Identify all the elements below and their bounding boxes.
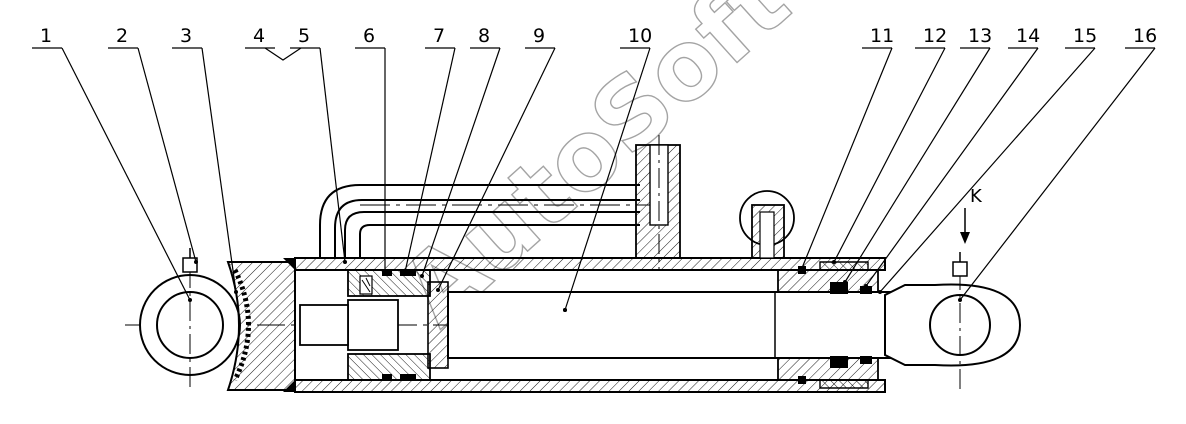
callout-leader-9 bbox=[437, 47, 556, 291]
callout-number-13: 13 bbox=[968, 25, 992, 47]
callout-leader-16 bbox=[959, 47, 1156, 301]
callout-dot-16 bbox=[958, 298, 962, 302]
callout-leader-5 bbox=[319, 47, 346, 263]
callout-number-9: 9 bbox=[533, 25, 545, 47]
callout-leader-12 bbox=[833, 47, 946, 263]
port-fitting-rear bbox=[635, 135, 681, 270]
callout-dot-11 bbox=[800, 266, 804, 270]
callout-number-5: 5 bbox=[298, 25, 310, 47]
callout-number-11: 11 bbox=[870, 25, 894, 47]
callout-dot-10 bbox=[563, 308, 567, 312]
callout-dot-12 bbox=[832, 260, 836, 264]
view-arrow-k: K bbox=[960, 186, 983, 244]
callout-dot-1 bbox=[188, 298, 192, 302]
port-fitting-front bbox=[739, 190, 795, 259]
callout-number-8: 8 bbox=[478, 25, 490, 47]
view-label: K bbox=[970, 186, 983, 207]
rear-eye-mount bbox=[139, 248, 241, 390]
callout-leader-3 bbox=[201, 47, 237, 293]
callout-dot-15 bbox=[878, 290, 882, 294]
external-oil-tube bbox=[319, 184, 650, 258]
callout-dot-13 bbox=[843, 280, 847, 284]
rod-end-eye bbox=[884, 252, 1022, 390]
front-gland bbox=[777, 261, 879, 389]
callout-leader-10 bbox=[564, 47, 651, 311]
callout-number-4: 4 bbox=[253, 25, 265, 47]
callout-leader-15 bbox=[879, 47, 1096, 293]
callout-leader-1 bbox=[61, 47, 191, 301]
callout-leader-8 bbox=[421, 47, 501, 277]
callout-bracket-4 bbox=[264, 47, 302, 61]
callout-dot-2 bbox=[194, 260, 198, 264]
callout-leader-14 bbox=[865, 47, 1039, 287]
callout-number-6: 6 bbox=[363, 25, 375, 47]
callout-leader-13 bbox=[844, 47, 991, 283]
callout-dot-5 bbox=[343, 260, 347, 264]
callout-number-7: 7 bbox=[433, 25, 445, 47]
callout-number-16: 16 bbox=[1133, 25, 1157, 47]
callout-dot-6 bbox=[383, 270, 387, 274]
cylinder-barrel bbox=[283, 257, 886, 393]
callout-dot-3 bbox=[234, 290, 238, 294]
callout-dot-8 bbox=[420, 274, 424, 278]
callout-number-10: 10 bbox=[628, 25, 652, 47]
callout-dot-14 bbox=[864, 284, 868, 288]
callout-leader-11 bbox=[801, 47, 893, 269]
callout-number-2: 2 bbox=[116, 25, 128, 47]
callout-leaders bbox=[32, 47, 1156, 312]
callout-number-12: 12 bbox=[923, 25, 947, 47]
callout-dot-7 bbox=[403, 270, 407, 274]
callout-number-1: 1 bbox=[40, 25, 52, 47]
callout-number-15: 15 bbox=[1073, 25, 1097, 47]
callout-number-3: 3 bbox=[180, 25, 192, 47]
callout-number-14: 14 bbox=[1016, 25, 1040, 47]
callout-leader-2 bbox=[137, 47, 197, 263]
rear-end-cap bbox=[226, 261, 296, 391]
callout-leader-7 bbox=[404, 47, 456, 273]
piston-rod bbox=[299, 291, 904, 359]
callout-dot-9 bbox=[436, 288, 440, 292]
piston bbox=[347, 269, 449, 381]
